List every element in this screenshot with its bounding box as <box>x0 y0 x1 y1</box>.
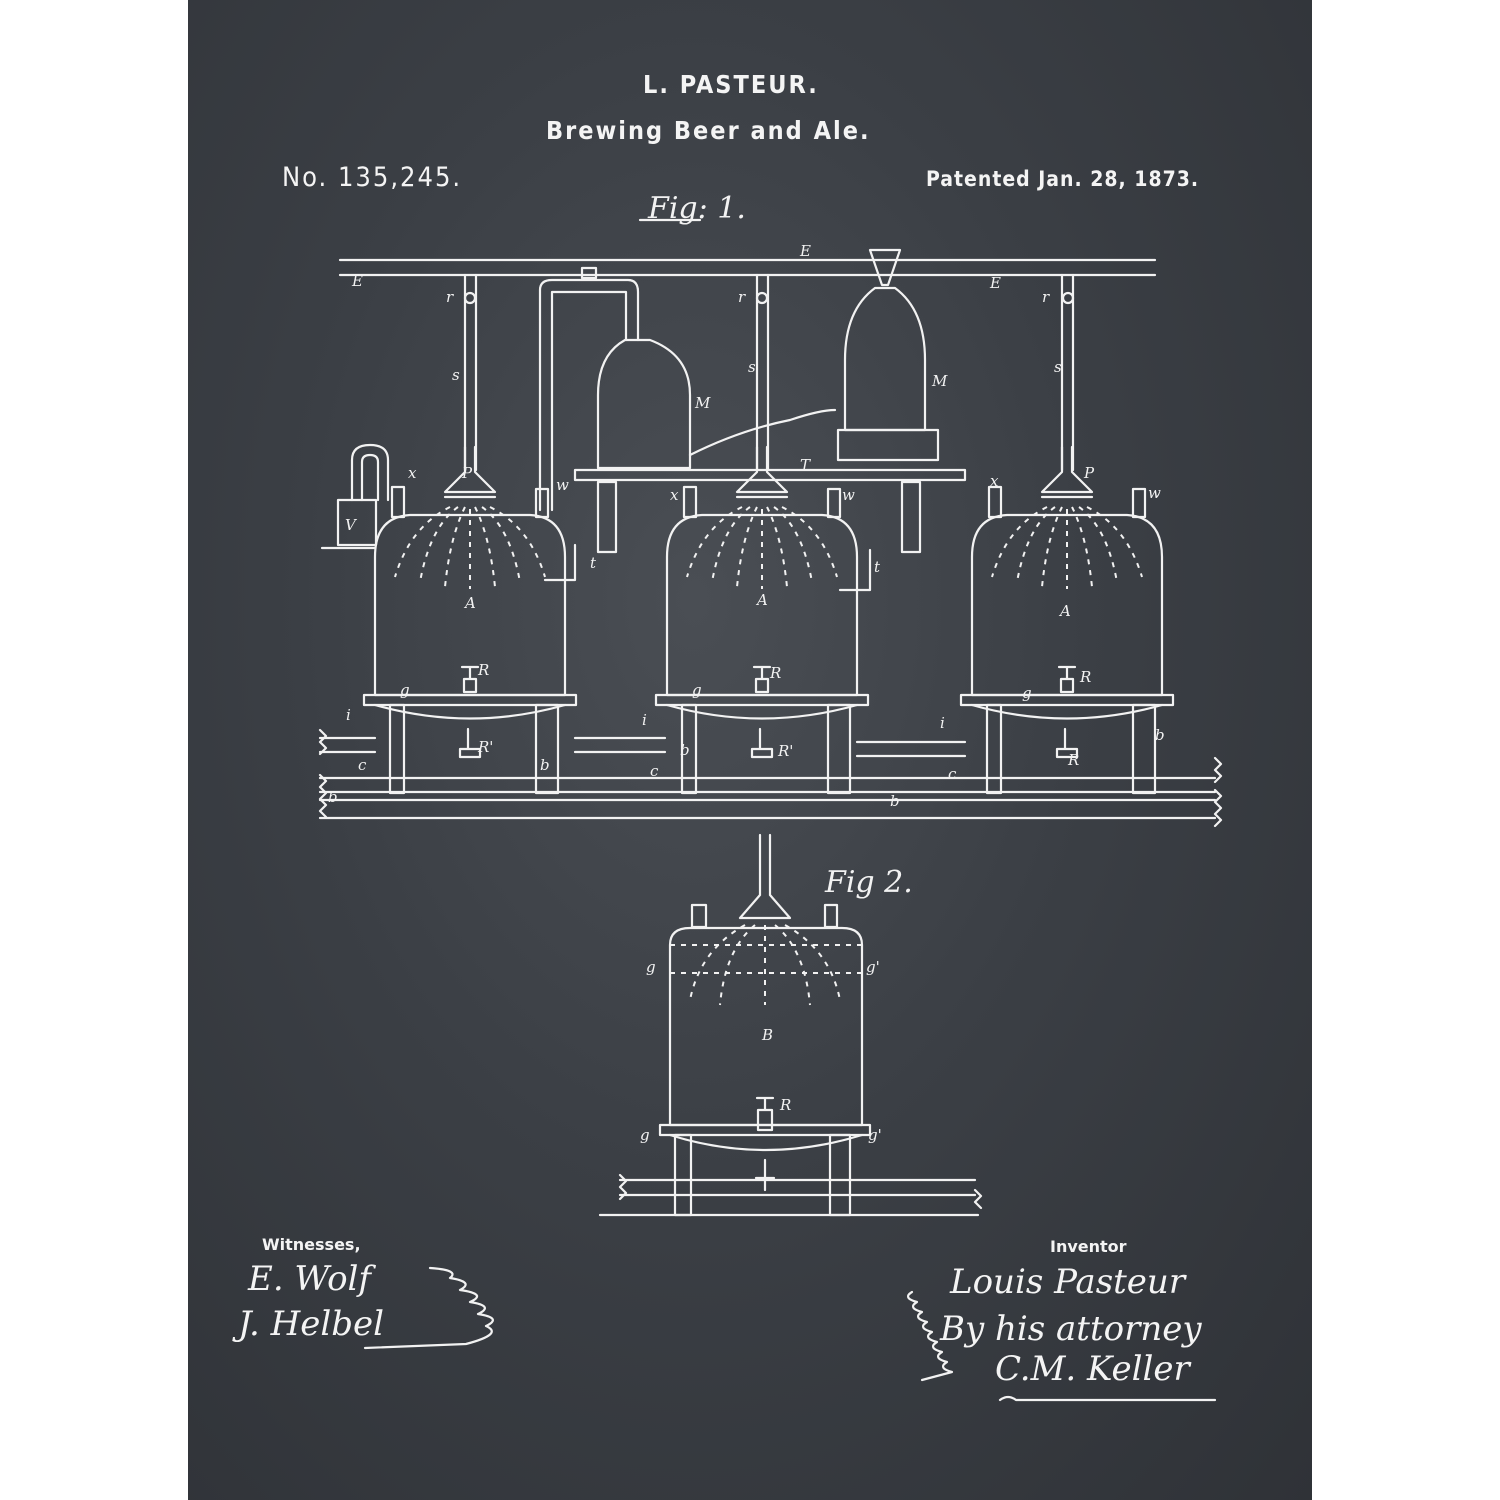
label-t: t <box>590 554 597 572</box>
label-e: E <box>351 272 363 290</box>
label-r: r <box>738 288 746 306</box>
label-s: s <box>1054 358 1062 376</box>
drawing-label: R <box>779 1096 791 1114</box>
drawing-label: B <box>761 1026 773 1044</box>
drawing-label: x <box>408 464 417 482</box>
drawing-label: x <box>990 472 999 490</box>
drawing-label: b <box>328 788 338 806</box>
tank-a-3 <box>959 445 1175 795</box>
drawing-label: P <box>461 464 473 482</box>
inventor-block: Inventor Louis Pasteur By his attorney C… <box>906 1237 1217 1402</box>
label-r: r <box>1042 288 1050 306</box>
drawing-label: g <box>1022 684 1032 702</box>
drawing-label: g <box>646 958 656 976</box>
chalkboard-background <box>188 0 1312 1500</box>
label-e: E <box>989 274 1001 292</box>
patent-date: Patented Jan. 28, 1873. <box>926 167 1200 191</box>
drawing-label: c <box>948 765 957 783</box>
drain-pipes <box>318 728 1223 828</box>
label-r: r <box>446 288 454 306</box>
drawing-label: By his attorney <box>939 1309 1202 1349</box>
drawing-label: C.M. Keller <box>995 1349 1192 1389</box>
witnesses-block: Witnesses, E. Wolf J. Helbel <box>232 1235 494 1350</box>
drawing-label: R' <box>777 742 793 760</box>
inventor-heading: L. PASTEUR. <box>643 70 819 99</box>
drawing-label: R <box>769 664 781 682</box>
drawing-label: x <box>670 486 679 504</box>
label-s: s <box>748 358 756 376</box>
patent-number: No. 135,245. <box>282 162 463 193</box>
label-t: t <box>874 558 881 576</box>
label-t-shelf: T <box>800 456 811 474</box>
drawing-label: R <box>1067 751 1079 769</box>
drawing-label: w <box>556 476 569 494</box>
bottle-m-left <box>596 338 692 470</box>
drawing-label: Witnesses, <box>262 1235 361 1254</box>
fig2-label: Fig 2. <box>824 865 913 900</box>
label-e: E <box>799 242 811 260</box>
drawing-label: R <box>477 661 489 679</box>
drawing-label: P <box>1083 464 1095 482</box>
drawing-label: w <box>842 486 855 504</box>
drawing-label: b <box>680 741 690 759</box>
drawing-label: g <box>400 681 410 699</box>
drawing-label: g' <box>866 958 880 976</box>
vessel-v <box>320 443 390 550</box>
drawing-label: b <box>1155 726 1165 744</box>
drawing-label: Inventor <box>1050 1237 1127 1256</box>
label-m: M <box>931 372 948 390</box>
drawing-label: A <box>755 591 768 609</box>
label-m: M <box>694 394 711 412</box>
patent-title: Brewing Beer and Ale. <box>546 116 871 145</box>
drawing-label: c <box>358 756 367 774</box>
drawing-label: g' <box>868 1126 882 1144</box>
drawing-label: A <box>1058 602 1071 620</box>
bottle-m-right <box>688 248 940 462</box>
tank-b-letters: B R g g' g g' <box>640 958 882 1144</box>
tank-a-1 <box>362 445 578 795</box>
drawing-label: b <box>540 756 550 774</box>
drawing-label: A <box>463 594 476 612</box>
drawing-label: Louis Pasteur <box>949 1262 1187 1302</box>
supply-pipe-e <box>338 258 1157 277</box>
tank-letters: A A A R R R R' R' R g g g i i i P P x x … <box>328 464 1165 810</box>
drawing-label: E. Wolf <box>247 1259 376 1299</box>
label-s: s <box>452 366 460 384</box>
tank-b <box>598 833 983 1217</box>
drawing-label: J. Helbel <box>232 1304 384 1344</box>
drawing-label: g <box>640 1126 650 1144</box>
drawing-label: g <box>692 681 702 699</box>
drawing-label: c <box>650 762 659 780</box>
drawing-label: i <box>642 711 647 729</box>
drawing-label: R <box>1079 668 1091 686</box>
vertical-pipes <box>463 266 1075 512</box>
drawing-label: R' <box>477 738 493 756</box>
drawing-label: w <box>1148 484 1161 502</box>
shelf-t <box>573 468 967 554</box>
drawing-label: i <box>346 706 351 724</box>
drawing-label: i <box>940 714 945 732</box>
label-v: V <box>345 516 358 534</box>
